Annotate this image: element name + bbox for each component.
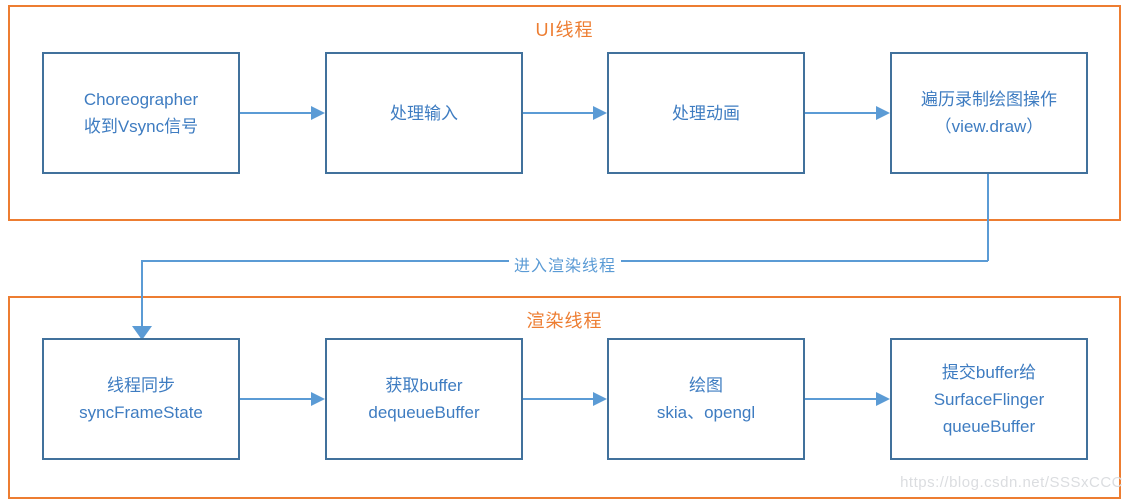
node-record-draw-ops: 遍历录制绘图操作 （view.draw） [890,52,1088,174]
arrow-right-icon [876,106,890,120]
transition-label: 进入渲染线程 [509,252,622,276]
node-dequeue-buffer: 获取buffer dequeueBuffer [325,338,523,460]
node-line: 处理动画 [672,103,740,123]
node-handle-input: 处理输入 [325,52,523,174]
connector-segment-vertical [987,174,989,261]
node-choreographer-vsync: Choreographer 收到Vsync信号 [42,52,240,174]
connector-segment-vertical [141,260,143,326]
arrow-right-icon [593,392,607,406]
node-line: 处理输入 [390,103,458,123]
arrow-right-icon [593,106,607,120]
node-line: 收到Vsync信号 [83,117,199,136]
node-line: skia、opengl [656,403,756,422]
arrow-line [805,112,876,114]
arrow-line [805,398,876,400]
arrow-down-icon [132,326,152,340]
arrow-line [523,398,593,400]
render-thread-title: 渲染线程 [526,311,603,331]
node-line: SurfaceFlinger [933,389,1045,409]
node-line: 获取buffer [385,376,463,395]
watermark: https://blog.csdn.net/SSSxCCC [900,474,1123,491]
node-sync-frame-state: 线程同步 syncFrameState [42,338,240,460]
node-line: queueBuffer [942,416,1036,436]
arrow-line [523,112,593,114]
node-queue-buffer: 提交buffer给 SurfaceFlinger queueBuffer [890,338,1088,460]
node-handle-animation: 处理动画 [607,52,805,174]
arrow-right-icon [876,392,890,406]
node-line: （view.draw） [934,117,1044,136]
node-line: 线程同步 [107,376,175,395]
arrow-right-icon [311,392,325,406]
node-line: syncFrameState [79,403,203,422]
node-line: 提交buffer给 [941,362,1037,382]
ui-thread-title: UI线程 [535,20,594,40]
arrow-line [240,112,311,114]
node-line: dequeueBuffer [368,403,480,422]
arrow-line [240,398,311,400]
node-line: 绘图 [689,376,723,395]
arrow-right-icon [311,106,325,120]
node-line: 遍历录制绘图操作 [921,90,1057,109]
node-line: Choreographer [83,90,199,109]
node-draw-skia-opengl: 绘图 skia、opengl [607,338,805,460]
